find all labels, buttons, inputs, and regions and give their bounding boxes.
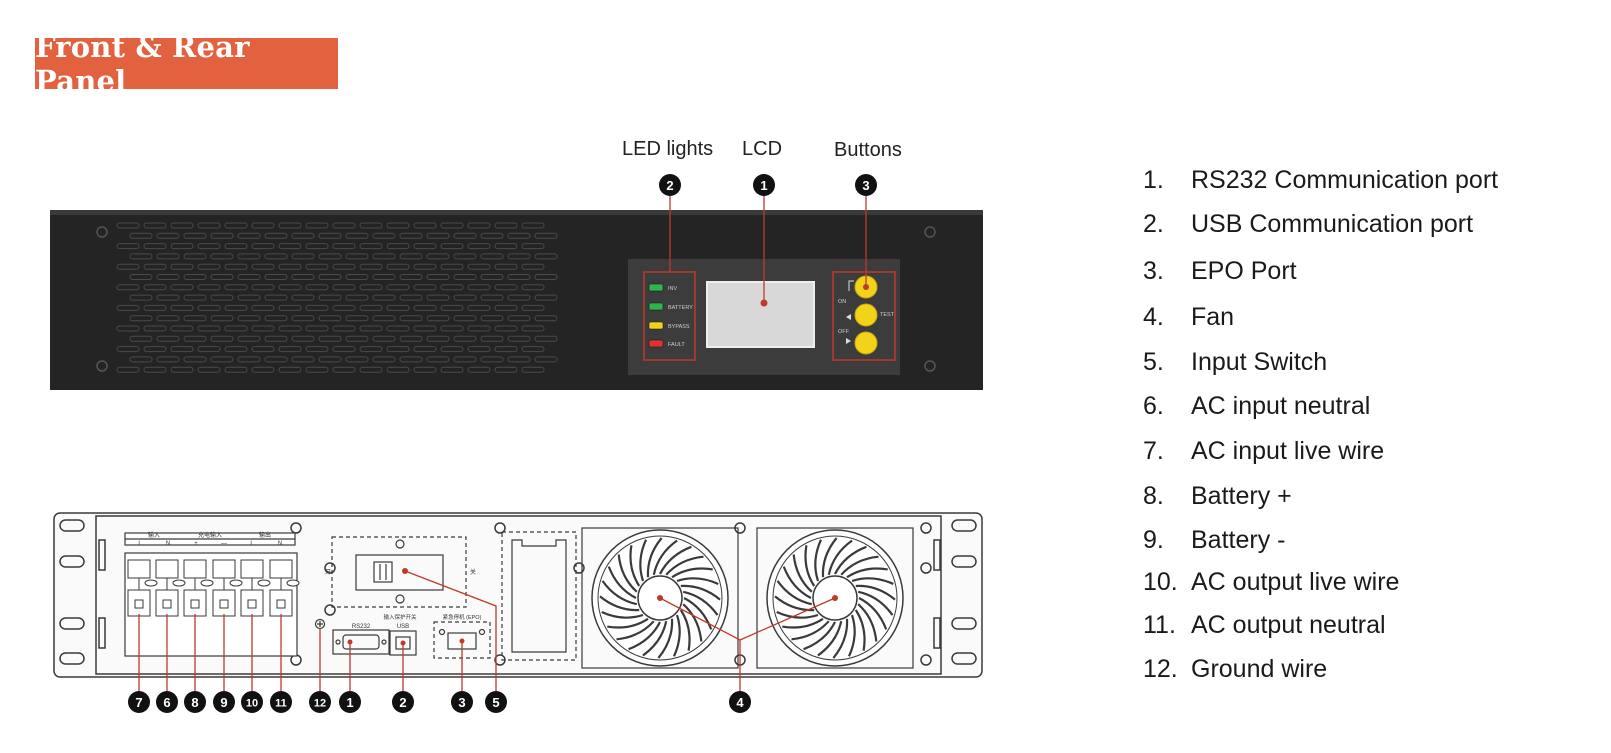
svg-text:4: 4 xyxy=(736,695,744,710)
led-indicator: BATTERY xyxy=(648,302,693,311)
svg-text:7: 7 xyxy=(135,695,142,710)
epo-text: 紧急停机 (EPO) xyxy=(443,613,482,621)
svg-text:1: 1 xyxy=(760,178,767,193)
legend-item: 3.EPO Port xyxy=(1143,257,1297,285)
terminal-group-label: 输出 xyxy=(259,531,271,539)
battery-slot xyxy=(501,531,577,661)
legend-item: 1.RS232 Communication port xyxy=(1143,166,1499,194)
legend-item: 5.Input Switch xyxy=(1143,348,1328,376)
svg-text:INV: INV xyxy=(668,286,678,292)
svg-text:FAULT: FAULT xyxy=(668,342,685,348)
rear-callout-10: 10 xyxy=(241,691,263,713)
svg-text:10: 10 xyxy=(246,698,258,710)
test-button xyxy=(854,303,878,327)
input-switch-text: 输入保护开关 xyxy=(383,613,417,621)
svg-text:ON: ON xyxy=(838,299,846,305)
legend-item: 8.Battery + xyxy=(1143,482,1292,510)
terminal-mark: L xyxy=(250,541,254,547)
legend-item: 2.USB Communication port xyxy=(1143,210,1474,238)
lcd-label: LCD xyxy=(742,138,783,160)
svg-text:2: 2 xyxy=(399,695,406,710)
led-indicator: FAULT xyxy=(648,339,685,348)
svg-text:12: 12 xyxy=(314,698,326,710)
rear-callout-1: 1 xyxy=(339,691,361,713)
rs232-text: RS232 xyxy=(352,624,371,630)
svg-text:8: 8 xyxy=(191,695,198,710)
off-button xyxy=(854,331,878,355)
rear-callout-7: 7 xyxy=(128,691,150,713)
legend-item: 7.AC input live wire xyxy=(1143,437,1385,465)
svg-text:TEST: TEST xyxy=(880,312,895,318)
terminal-group-label: 输入 xyxy=(148,531,160,539)
front-panel: INV BATTERY BYPASS FAULT ON OFF TEST xyxy=(50,210,983,390)
rear-callout-4: 4 xyxy=(729,691,751,713)
legend-item: 4.Fan xyxy=(1143,303,1235,331)
rear-callout-2: 2 xyxy=(392,691,414,713)
terminal-block xyxy=(124,532,300,657)
terminal-mark: L xyxy=(138,541,142,547)
led-indicator: BYPASS xyxy=(648,321,690,330)
ground-terminal xyxy=(314,618,326,630)
svg-text:5: 5 xyxy=(492,695,499,710)
vent-grid xyxy=(116,222,558,373)
svg-text:BATTERY: BATTERY xyxy=(668,305,693,311)
svg-text:OFF: OFF xyxy=(838,329,850,335)
legend-item: 11.AC output neutral xyxy=(1143,611,1386,639)
front-screw-icon xyxy=(924,360,936,372)
svg-text:3: 3 xyxy=(458,695,465,710)
led-indicator: INV xyxy=(648,283,678,292)
legend-item: 12.Ground wire xyxy=(1143,655,1328,683)
lcd-screen xyxy=(706,281,815,348)
terminal-mark: N xyxy=(278,541,282,547)
rear-callout-12: 12 xyxy=(309,691,331,713)
terminal-mark: + xyxy=(194,541,198,547)
terminal-group-label: 充电输入 xyxy=(198,531,222,539)
rs232-port xyxy=(332,629,390,655)
svg-text:9: 9 xyxy=(220,695,227,710)
front-callout-1: 1 xyxy=(753,174,775,196)
svg-text:1: 1 xyxy=(346,695,353,710)
svg-text:2: 2 xyxy=(666,178,673,193)
svg-text:3: 3 xyxy=(862,178,869,193)
legend-item: 10.AC output live wire xyxy=(1143,568,1400,596)
terminal-mark: N xyxy=(166,541,170,547)
led-lights-label: LED lights xyxy=(622,138,714,160)
button-group-frame xyxy=(832,271,896,361)
svg-text:6: 6 xyxy=(163,695,170,710)
front-screw-icon xyxy=(96,226,108,238)
buttons-label: Buttons xyxy=(834,139,902,161)
svg-text:11: 11 xyxy=(275,698,287,710)
usb-text: USB xyxy=(397,624,409,630)
switch-off-mark: 开 xyxy=(325,569,331,576)
svg-text:BYPASS: BYPASS xyxy=(668,324,690,330)
rear-callout-11: 11 xyxy=(270,691,292,713)
switch-on-mark: 关 xyxy=(470,568,476,576)
rear-callout-3: 3 xyxy=(451,691,473,713)
front-callout-3: 3 xyxy=(855,174,877,196)
legend-item: 6.AC input neutral xyxy=(1143,392,1371,420)
front-screw-icon xyxy=(924,226,936,238)
terminal-mark: — xyxy=(221,541,227,547)
rear-callout-8: 8 xyxy=(184,691,206,713)
legend-item: 9.Battery - xyxy=(1143,526,1286,554)
rear-callout-5: 5 xyxy=(485,691,507,713)
input-switch xyxy=(331,536,467,608)
front-screw-icon xyxy=(96,360,108,372)
front-callout-2: 2 xyxy=(659,174,681,196)
rear-callout-9: 9 xyxy=(213,691,235,713)
rear-callout-6: 6 xyxy=(156,691,178,713)
